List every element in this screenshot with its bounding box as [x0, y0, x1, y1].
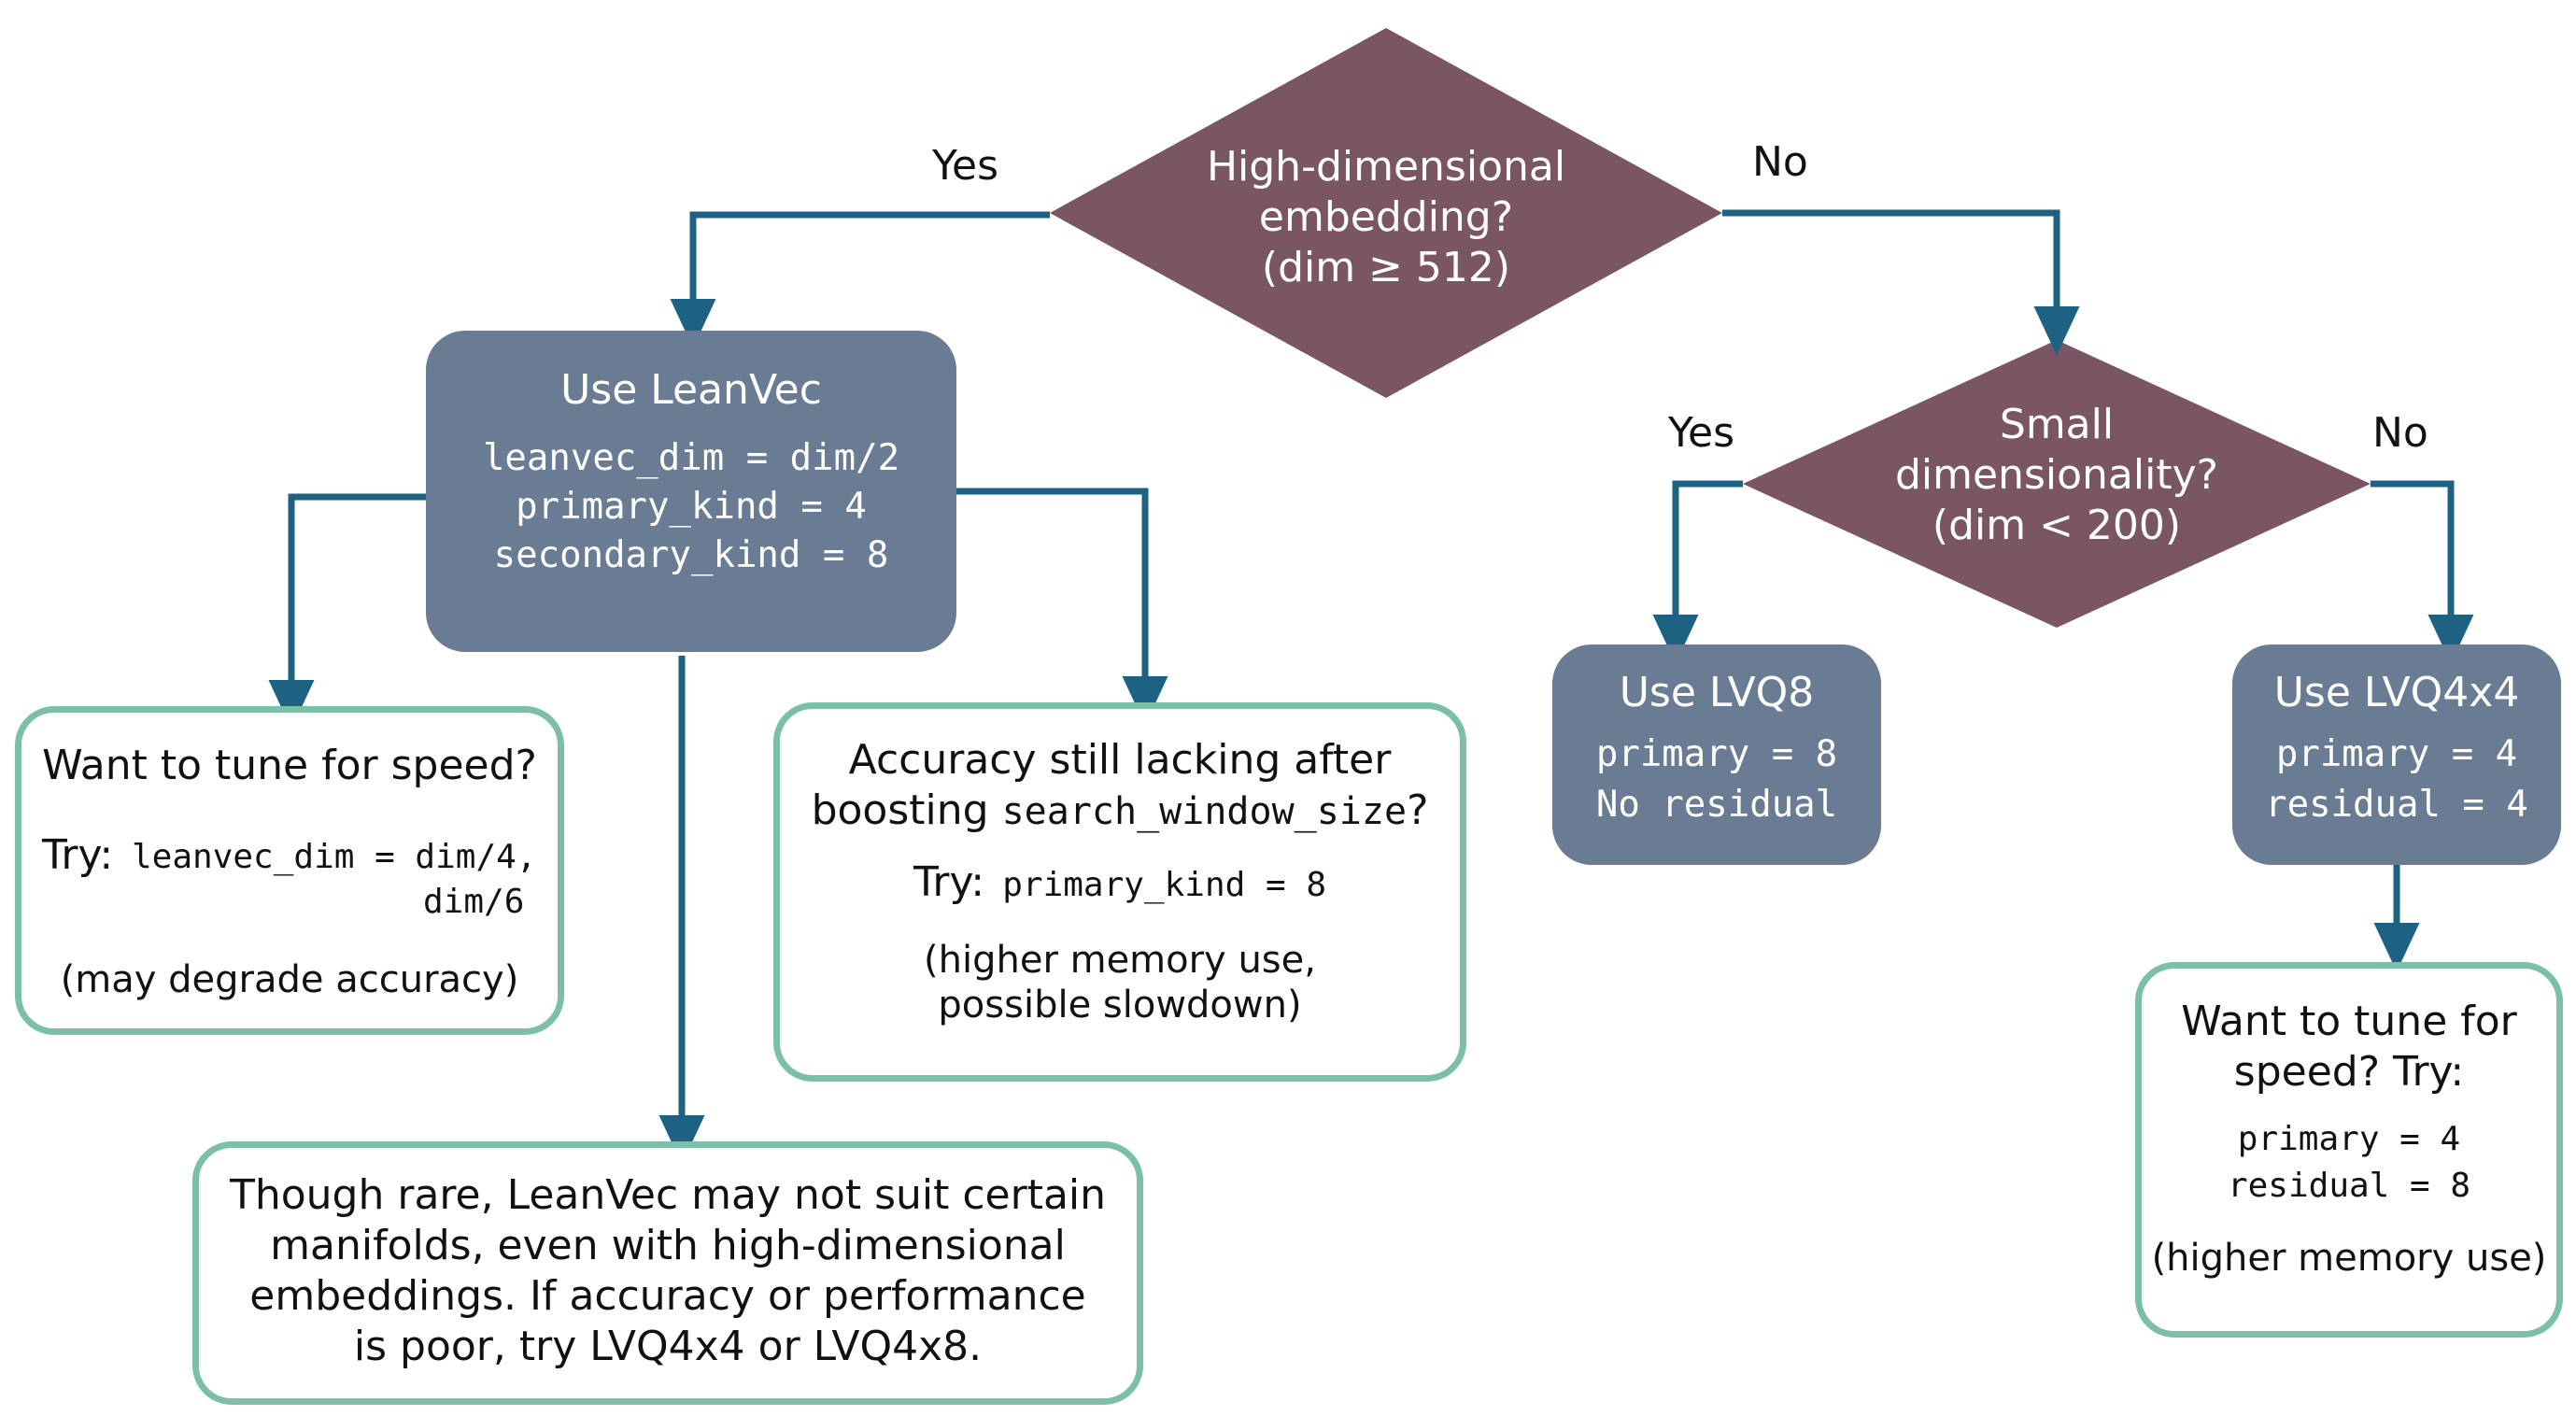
accuracy-tip-note: (higher memory use, — [924, 939, 1316, 982]
accuracy-tip-line: Accuracy still lacking after — [848, 736, 1392, 784]
leanvec-param: primary_kind = 4 — [516, 486, 867, 528]
leanvec-box: Use LeanVec leanvec_dim = dim/2 primary_… — [426, 331, 956, 652]
decision-small-dim-line: dimensionality? — [1895, 451, 2218, 499]
decision-high-dim-line: (dim ≥ 512) — [1261, 244, 1511, 291]
lvq8-param: No residual — [1595, 784, 1838, 826]
rare-tip-box: Though rare, LeanVec may not suit certai… — [192, 1141, 1143, 1405]
speed-tip-title: Want to tune for speed? — [42, 742, 537, 789]
accuracy-tip-line: boosting search_window_size? — [780, 786, 1460, 837]
leanvec-param: secondary_kind = 8 — [493, 534, 889, 576]
decision-small-dim-shape — [1743, 340, 2371, 628]
edge-leanvec-to-speed — [268, 493, 426, 729]
decision-small-dim-line: (dim < 200) — [1932, 502, 2182, 549]
decision-small-dim-line: Small — [1999, 401, 2115, 448]
rare-tip-line: Though rare, LeanVec may not suit certai… — [229, 1171, 1107, 1219]
lvq-speed-tip-line: Want to tune for — [2181, 998, 2517, 1045]
accuracy-tip-try-label: Try: — [913, 858, 985, 906]
lvq-speed-tip-box: Want to tune for speed? Try: primary = 4… — [2135, 962, 2563, 1338]
speed-tip-code-line: leanvec_dim = dim/4, — [132, 838, 537, 876]
speed-tip-note: (may degrade accuracy) — [60, 958, 519, 1001]
lvq8-box: Use LVQ8 primary = 8 No residual — [1552, 644, 1881, 865]
speed-tip-code-line: dim/6 — [423, 883, 525, 921]
rare-tip-line: manifolds, even with high-dimensional — [270, 1222, 1066, 1269]
leanvec-param: leanvec_dim = dim/2 — [482, 437, 900, 479]
lvq8-param: primary = 8 — [1595, 733, 1838, 775]
lvq-speed-tip-note: (higher memory use) — [2151, 1237, 2547, 1280]
lvq8-params: primary = 8 No residual — [1552, 729, 1881, 830]
accuracy-tip-param: search_window_size — [1001, 790, 1408, 833]
lvq4x4-param: primary = 4 — [2275, 733, 2518, 775]
high-dim-yes-label: Yes — [932, 142, 999, 190]
rare-tip-line: embeddings. If accuracy or performance — [249, 1272, 1086, 1320]
edge-small-dim-no — [2371, 480, 2474, 664]
accuracy-tip-try-row: Try: primary_kind = 8 — [780, 857, 1460, 908]
lvq-speed-tip-code-line: primary = 4 — [2237, 1120, 2461, 1158]
accuracy-tip-question: ? — [1407, 786, 1429, 834]
small-dim-yes-label: Yes — [1668, 409, 1735, 457]
leanvec-title: Use LeanVec — [560, 366, 822, 414]
lvq4x4-box: Use LVQ4x4 primary = 4 residual = 4 — [2232, 644, 2561, 865]
lvq-speed-tip-line: speed? Try: — [2233, 1048, 2465, 1096]
decision-high-dim-shape — [1050, 28, 1722, 398]
rare-tip-text: Though rare, LeanVec may not suit certai… — [199, 1170, 1137, 1372]
lvq-speed-tip-code: primary = 4 residual = 8 — [2142, 1116, 2556, 1210]
edge-high-dim-no — [1722, 209, 2080, 356]
edge-leanvec-to-accuracy — [956, 488, 1168, 726]
rare-tip-line: is poor, try LVQ4x4 or LVQ4x8. — [353, 1323, 983, 1370]
lvq8-title: Use LVQ8 — [1619, 669, 1815, 716]
accuracy-tip-code: primary_kind = 8 — [1002, 866, 1327, 904]
decision-high-dim-line: embedding? — [1258, 193, 1514, 241]
accuracy-tip-note: possible slowdown) — [938, 984, 1302, 1027]
decision-high-dim-line: High-dimensional — [1206, 143, 1566, 191]
decision-high-dim: High-dimensional embedding? (dim ≥ 512) — [1171, 142, 1601, 293]
lvq-speed-tip-code-line: residual = 8 — [2227, 1167, 2471, 1205]
edge-high-dim-yes — [670, 211, 1050, 348]
speed-tip-box: Want to tune for speed? Try: leanvec_dim… — [15, 706, 564, 1035]
edge-small-dim-yes — [1652, 480, 1743, 664]
small-dim-no-label: No — [2372, 409, 2428, 457]
accuracy-tip-box: Accuracy still lacking after boosting se… — [773, 702, 1466, 1082]
high-dim-no-label: No — [1752, 138, 1808, 186]
lvq4x4-params: primary = 4 residual = 4 — [2232, 729, 2561, 830]
leanvec-params: leanvec_dim = dim/2 primary_kind = 4 sec… — [426, 434, 956, 580]
lvq4x4-param: residual = 4 — [2265, 784, 2528, 826]
speed-tip-try-label: Try: — [42, 831, 114, 879]
decision-small-dim: Small dimensionality? (dim < 200) — [1861, 400, 2253, 551]
accuracy-tip-boosting: boosting — [811, 786, 989, 834]
lvq4x4-title: Use LVQ4x4 — [2273, 669, 2520, 716]
